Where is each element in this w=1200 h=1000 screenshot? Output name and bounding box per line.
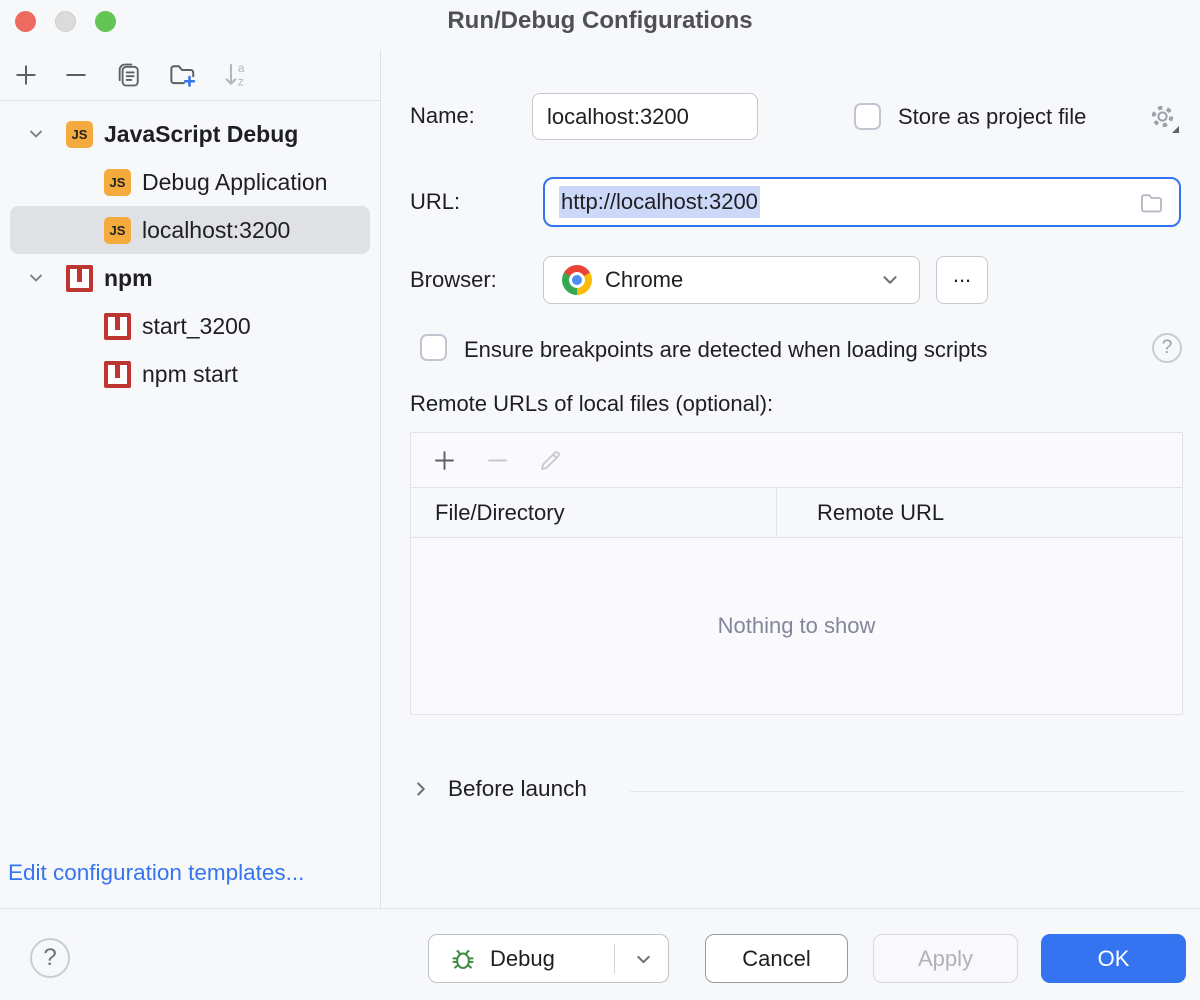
copy-configuration-button[interactable]	[112, 59, 146, 91]
chevron-down-icon[interactable]	[26, 124, 46, 144]
copy-icon	[118, 63, 139, 87]
column-header-file-directory: File/Directory	[411, 488, 777, 537]
add-remote-url-button[interactable]	[427, 444, 461, 476]
remove-configuration-button[interactable]	[59, 59, 93, 91]
npm-icon	[104, 312, 131, 340]
column-header-remote-url: Remote URL	[817, 499, 945, 525]
bug-icon	[449, 945, 477, 973]
chrome-icon	[562, 265, 592, 295]
before-launch-label: Before launch	[448, 776, 587, 801]
javascript-icon: JS	[104, 168, 131, 196]
chevron-down-icon[interactable]	[26, 268, 46, 288]
url-label: URL:	[410, 189, 461, 214]
sort-az-icon: az	[225, 61, 245, 89]
ensure-breakpoints-help-icon[interactable]: ?	[1152, 333, 1182, 363]
svg-text:z: z	[238, 75, 244, 89]
help-button[interactable]: ?	[30, 938, 70, 978]
browser-label: Browser:	[410, 267, 497, 292]
remove-remote-url-button[interactable]	[480, 444, 514, 476]
add-configuration-button[interactable]	[9, 59, 43, 91]
store-as-project-file-checkbox[interactable]	[854, 103, 881, 130]
debug-button-label: Debug	[490, 945, 555, 971]
chevron-down-icon[interactable]	[633, 949, 654, 970]
new-folder-button[interactable]	[165, 59, 199, 91]
npm-icon	[104, 360, 131, 388]
tree-item-label: Debug Application	[142, 168, 328, 195]
plus-icon	[434, 450, 454, 470]
plus-icon	[16, 65, 36, 85]
javascript-icon: JS	[66, 120, 93, 148]
tree-item-npm[interactable]: npm	[10, 254, 370, 302]
edit-remote-url-button[interactable]	[533, 444, 567, 476]
name-label: Name:	[410, 103, 475, 128]
chevron-right-icon	[417, 782, 425, 796]
tree-item-npm-start[interactable]: npm start	[10, 350, 370, 398]
remote-urls-toolbar	[411, 433, 1182, 487]
tree-item-debug-application[interactable]: JS Debug Application	[10, 158, 370, 206]
tree-item-label: npm	[104, 264, 153, 291]
remote-urls-table: File/Directory Remote URL Nothing to show	[410, 432, 1183, 715]
apply-button[interactable]: Apply	[873, 934, 1018, 983]
tree-item-label: JavaScript Debug	[104, 120, 299, 147]
remote-urls-label: Remote URLs of local files (optional):	[410, 391, 774, 416]
javascript-icon: JS	[104, 216, 131, 244]
url-input[interactable]: http://localhost:3200	[543, 177, 1181, 227]
svg-text:a: a	[238, 61, 245, 75]
tree-item-localhost-3200[interactable]: JS localhost:3200	[10, 206, 370, 254]
tree-item-javascript-debug[interactable]: JS JavaScript Debug	[10, 110, 370, 158]
store-as-project-file-label: Store as project file	[898, 104, 1087, 129]
footer-divider	[0, 908, 1200, 909]
minus-icon	[487, 459, 507, 461]
tree-item-label: npm start	[142, 360, 238, 387]
ensure-breakpoints-checkbox[interactable]	[420, 334, 447, 361]
minimize-window-button[interactable]	[55, 11, 76, 32]
dialog-title: Run/Debug Configurations	[447, 7, 753, 34]
tree-item-label: start_3200	[142, 312, 251, 339]
table-empty-text: Nothing to show	[717, 613, 876, 638]
remote-urls-header: File/Directory Remote URL	[411, 487, 1182, 538]
browse-file-button[interactable]	[1138, 189, 1165, 216]
tree-item-start-3200[interactable]: start_3200	[10, 302, 370, 350]
cancel-button[interactable]: Cancel	[705, 934, 848, 983]
pencil-icon	[540, 450, 560, 470]
before-launch-divider	[630, 791, 1183, 792]
ensure-breakpoints-label: Ensure breakpoints are detected when loa…	[464, 337, 988, 362]
tree-item-label: localhost:3200	[142, 216, 291, 243]
npm-icon	[66, 264, 93, 292]
zoom-window-button[interactable]	[95, 11, 116, 32]
ok-button[interactable]: OK	[1041, 934, 1186, 983]
minus-icon	[66, 74, 86, 76]
panel-divider	[380, 50, 381, 908]
browser-selected-value: Chrome	[605, 267, 684, 292]
debug-split-divider	[614, 944, 615, 974]
browser-select[interactable]: Chrome	[543, 256, 920, 304]
store-settings-button[interactable]	[1144, 101, 1180, 135]
before-launch-section[interactable]: Before launch	[410, 776, 587, 802]
gear-icon	[1151, 105, 1173, 128]
browser-more-button[interactable]: ...	[936, 256, 988, 304]
folder-icon	[1141, 193, 1162, 212]
name-input[interactable]	[532, 93, 758, 140]
url-selected-text: http://localhost:3200	[559, 186, 760, 218]
debug-button[interactable]: Debug	[428, 934, 669, 983]
toolbar-divider	[0, 100, 380, 101]
close-window-button[interactable]	[15, 11, 36, 32]
new-folder-icon	[170, 65, 196, 87]
edit-configuration-templates-link[interactable]: Edit configuration templates...	[8, 860, 305, 885]
chevron-down-icon	[883, 276, 897, 284]
